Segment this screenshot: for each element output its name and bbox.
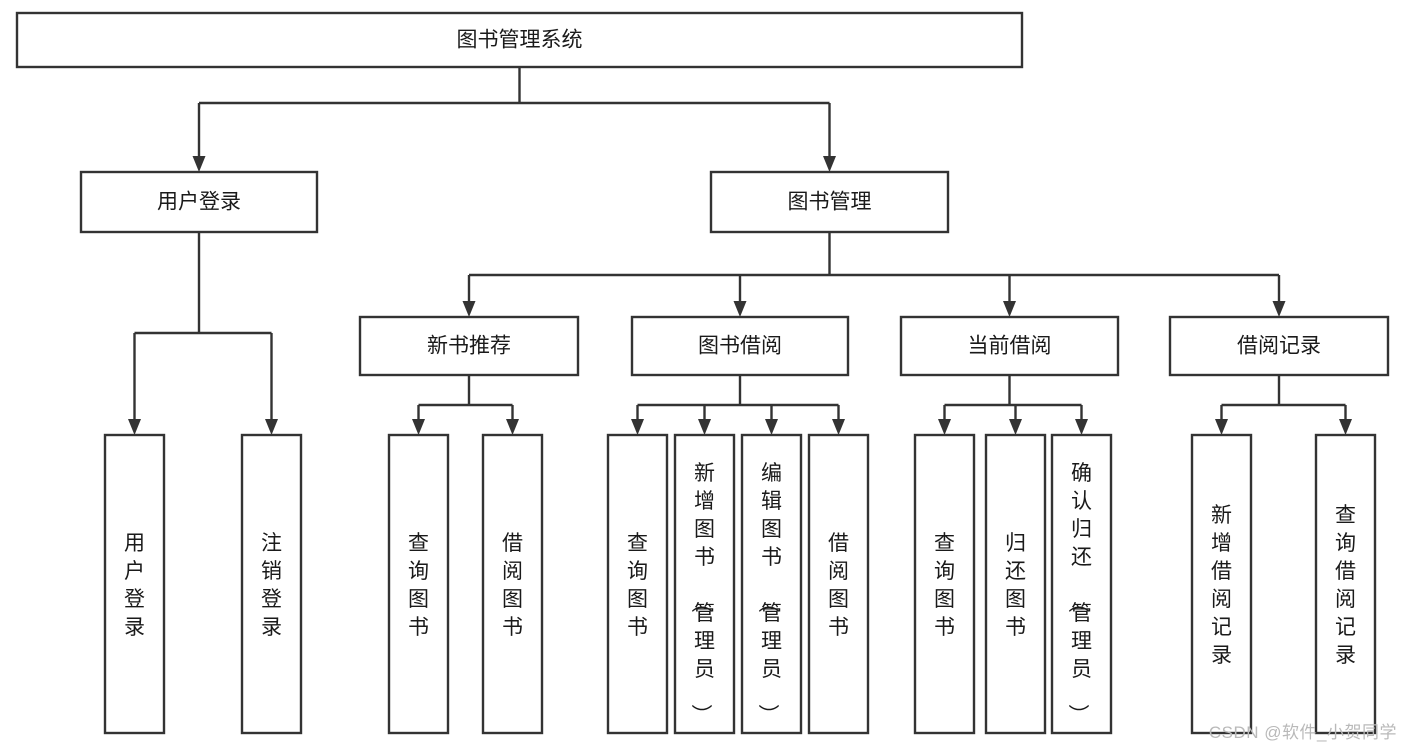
node-box-leaf-edit-book xyxy=(740,433,803,735)
node-label-book-borrow: 图书借阅 xyxy=(698,335,782,358)
node-label-leaf-borrow-book-1: 借阅图书 xyxy=(502,532,523,639)
node-label-leaf-query-book-1: 查询图书 xyxy=(408,532,429,639)
connector-userlogin-to-leaves xyxy=(128,232,278,435)
node-box-user-login xyxy=(79,170,319,234)
node-borrow-record[interactable]: 借阅记录 xyxy=(1168,315,1390,377)
node-box-leaf-query-record xyxy=(1314,433,1377,735)
node-label-user-login: 用户登录 xyxy=(157,191,241,214)
node-leaf-add-book[interactable]: 新增图书（管理员） xyxy=(673,433,736,735)
node-box-root xyxy=(15,11,1024,69)
node-label-leaf-query-book-2: 查询图书 xyxy=(627,532,648,639)
node-box-leaf-user-login xyxy=(103,433,166,735)
node-leaf-edit-book[interactable]: 编辑图书（管理员） xyxy=(740,433,803,735)
node-leaf-borrow-book-2[interactable]: 借阅图书 xyxy=(807,433,870,735)
node-label-leaf-return-book: 归还图书 xyxy=(1005,532,1026,639)
node-label-new-book-recommend: 新书推荐 xyxy=(427,335,511,358)
connector-root-to-level1 xyxy=(192,67,836,172)
node-leaf-query-record[interactable]: 查询借阅记录 xyxy=(1314,433,1377,735)
node-label-leaf-add-record: 新增借阅记录 xyxy=(1211,504,1232,667)
node-box-leaf-user-logout xyxy=(240,433,303,735)
node-box-leaf-confirm-return xyxy=(1050,433,1113,735)
connector-record-to-leaves xyxy=(1215,375,1352,435)
node-label-leaf-query-book-3: 查询图书 xyxy=(934,532,955,639)
connector-recommend-to-leaves xyxy=(412,375,519,435)
node-label-leaf-confirm-return: 确认归还（管理员） xyxy=(1066,462,1092,725)
node-box-leaf-borrow-book-2 xyxy=(807,433,870,735)
node-leaf-borrow-book-1[interactable]: 借阅图书 xyxy=(481,433,544,735)
node-box-book-manage xyxy=(709,170,950,234)
node-book-manage[interactable]: 图书管理 xyxy=(709,170,950,234)
node-current-borrow[interactable]: 当前借阅 xyxy=(899,315,1120,377)
node-box-book-borrow xyxy=(630,315,850,377)
node-label-leaf-query-record: 查询借阅记录 xyxy=(1335,504,1356,667)
node-box-leaf-borrow-book-1 xyxy=(481,433,544,735)
node-new-book-recommend[interactable]: 新书推荐 xyxy=(358,315,580,377)
node-box-leaf-return-book xyxy=(984,433,1047,735)
node-box-leaf-add-book xyxy=(673,433,736,735)
node-leaf-return-book[interactable]: 归还图书 xyxy=(984,433,1047,735)
node-box-leaf-add-record xyxy=(1190,433,1253,735)
node-leaf-user-login[interactable]: 用户登录 xyxy=(103,433,166,735)
node-root[interactable]: 图书管理系统 xyxy=(15,11,1024,69)
node-leaf-confirm-return[interactable]: 确认归还（管理员） xyxy=(1050,433,1113,735)
node-box-new-book-recommend xyxy=(358,315,580,377)
node-box-borrow-record xyxy=(1168,315,1390,377)
node-label-leaf-edit-book: 编辑图书（管理员） xyxy=(756,462,782,725)
connector-current-to-leaves xyxy=(938,375,1088,435)
node-box-current-borrow xyxy=(899,315,1120,377)
node-box-leaf-query-book-3 xyxy=(913,433,976,735)
node-leaf-query-book-2[interactable]: 查询图书 xyxy=(606,433,669,735)
node-label-root: 图书管理系统 xyxy=(457,29,583,52)
node-user-login[interactable]: 用户登录 xyxy=(79,170,319,234)
node-label-leaf-user-logout: 注销登录 xyxy=(261,532,282,639)
node-label-leaf-borrow-book-2: 借阅图书 xyxy=(828,532,849,639)
connector-layer xyxy=(128,67,1352,435)
connector-bookmanage-to-level2 xyxy=(462,232,1286,317)
node-book-borrow[interactable]: 图书借阅 xyxy=(630,315,850,377)
node-label-borrow-record: 借阅记录 xyxy=(1237,335,1321,358)
connector-borrow-to-leaves xyxy=(631,375,845,435)
node-label-leaf-user-login: 用户登录 xyxy=(124,532,145,639)
node-layer: 图书管理系统用户登录图书管理新书推荐图书借阅当前借阅借阅记录用户登录注销登录查询… xyxy=(15,11,1390,735)
node-label-leaf-add-book: 新增图书（管理员） xyxy=(689,462,715,725)
node-leaf-query-book-1[interactable]: 查询图书 xyxy=(387,433,450,735)
node-box-leaf-query-book-2 xyxy=(606,433,669,735)
node-leaf-user-logout[interactable]: 注销登录 xyxy=(240,433,303,735)
node-label-current-borrow: 当前借阅 xyxy=(968,335,1052,358)
node-box-leaf-query-book-1 xyxy=(387,433,450,735)
csdn-watermark: CSDN @软件_小贺同学 xyxy=(1208,723,1397,742)
node-leaf-query-book-3[interactable]: 查询图书 xyxy=(913,433,976,735)
node-label-book-manage: 图书管理 xyxy=(788,191,872,214)
node-leaf-add-record[interactable]: 新增借阅记录 xyxy=(1190,433,1253,735)
